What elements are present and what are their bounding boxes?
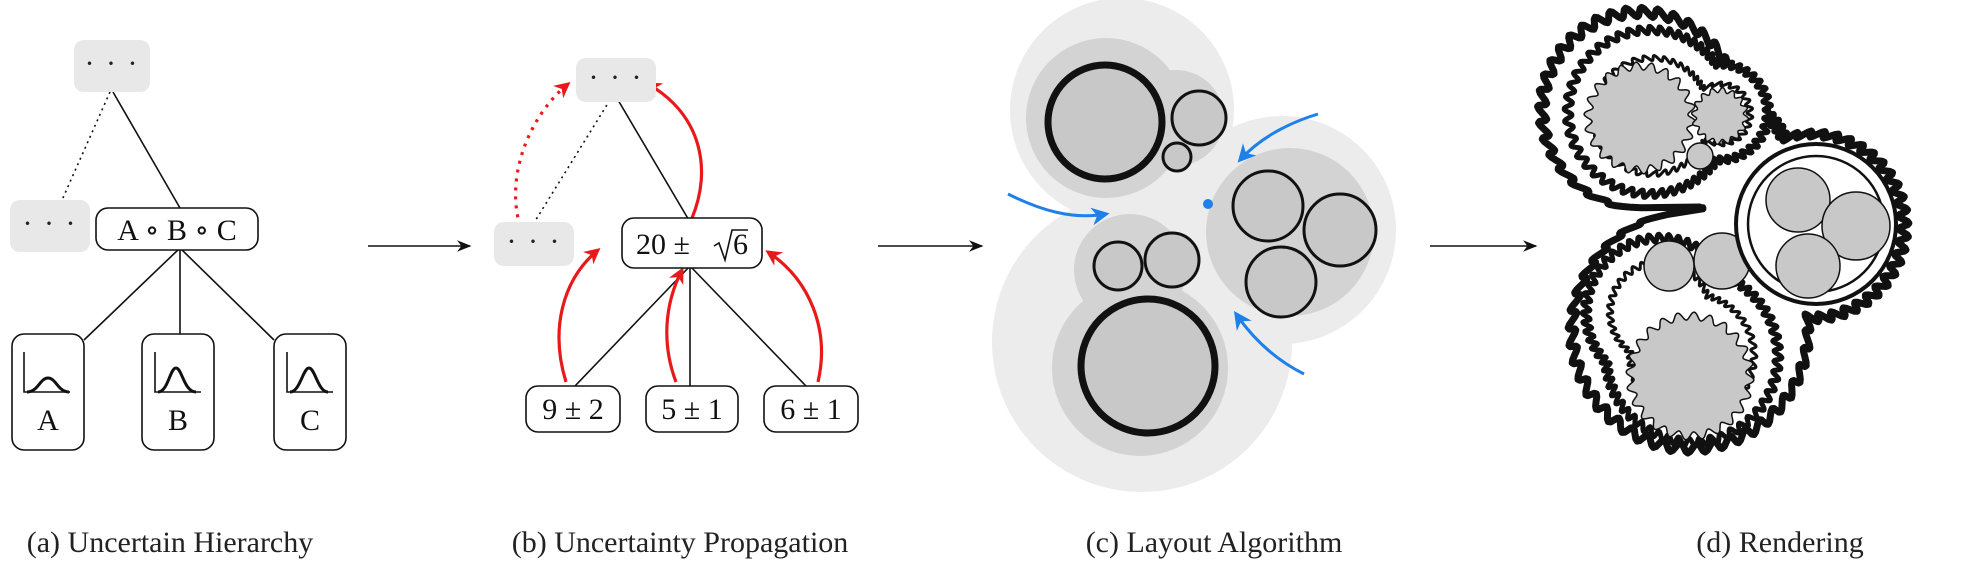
ellipsis-node-top [74,40,150,92]
square-root-sign [713,229,748,263]
caption-a: (a) Uncertain Hierarchy [27,526,314,559]
edge-root-to-leaf-c [179,247,275,341]
node-circle [1161,141,1193,173]
node-wavy-circle [1625,311,1755,441]
edge-root-to-leaf-1 [574,265,691,387]
distribution-curve-narrow [289,366,329,394]
svg-text:B: B [168,404,188,437]
node-wavy-circle [1690,86,1750,146]
propagation-arrow-dotted [514,81,571,227]
root-node-radicand: 6 [733,228,748,261]
node-circle [1077,295,1219,437]
panel-b-uncertainty-propagation: · · · · · · 20 ± 6 9 ± 2 5 ± 1 6 ± 1 (b)… [494,58,859,559]
centroid-dot [1203,199,1213,209]
edge-root-to-leaf-3 [689,265,807,387]
edge-top-to-left-dotted [61,91,111,201]
ellipsis-left-text: · · · [507,225,562,258]
edge-top-to-left-dotted [531,99,611,227]
edge-root-to-leaf-a [83,247,181,341]
panel-a-uncertain-hierarchy: · · · · · · A ∘ B ∘ C A B C (a) Uncertai… [10,40,347,559]
ellipsis-node-left [494,222,574,266]
propagation-arrow-leaf1 [557,247,601,383]
propagation-arrow-leaf3 [765,250,823,383]
svg-text:C: C [300,404,320,437]
ellipsis-top-text: · · · [589,61,644,94]
svg-text:A: A [37,404,59,437]
root-node-sum [621,217,763,269]
caption-c: (c) Layout Algorithm [1086,526,1343,559]
leaf-node-c: C [273,333,347,451]
node-wavy-circle [1583,61,1697,175]
root-node-label: 20 ± [636,228,690,261]
ellipsis-node-left [10,200,90,252]
leaf-node-3 [763,385,859,433]
distribution-curve-narrow [157,366,197,394]
root-node-label: A ∘ B ∘ C [117,214,236,247]
node-circle [1143,231,1201,289]
panel-d-rendering: (d) Rendering [1534,3,1913,559]
root-node-abc [95,207,259,251]
distribution-icon [23,352,70,393]
node-circle [1686,142,1714,170]
propagation-arrow-root [645,82,704,219]
distribution-curve-wide [26,376,70,394]
force-arrow [1237,112,1319,163]
node-circle [1244,245,1318,319]
node-circle [1170,89,1228,147]
distribution-icon [286,352,333,393]
leaf-node-2-label: 5 ± 1 [661,393,722,426]
panel-c-layout-algorithm: (c) Layout Algorithm [992,0,1396,559]
node-circle [1092,240,1144,292]
node-circle [1302,192,1378,268]
distribution-icon [154,352,201,393]
ellipsis-node-top [576,58,656,102]
node-circle [1044,61,1166,183]
force-arrow [1233,311,1305,376]
force-arrow [1007,192,1110,226]
edge-top-to-root [112,91,181,209]
leaf-node-1-label: 9 ± 2 [542,393,603,426]
node-circle [1775,233,1841,299]
propagation-arrow-leaf2 [665,267,684,383]
caption-d: (d) Rendering [1696,526,1863,559]
node-circle [1765,167,1831,233]
node-circle [1231,169,1305,243]
leaf-node-a: A [11,333,85,451]
node-circle [1643,240,1695,292]
node-circle [1821,191,1891,261]
ellipsis-top-text: · · · [85,47,140,80]
leaf-node-b: B [141,333,215,451]
edge-top-to-root [617,99,691,223]
leaf-node-2 [645,385,739,433]
leaf-node-1 [525,385,621,433]
caption-b: (b) Uncertainty Propagation [512,526,849,559]
ellipsis-left-text: · · · [23,207,78,240]
leaf-node-3-label: 6 ± 1 [780,393,841,426]
